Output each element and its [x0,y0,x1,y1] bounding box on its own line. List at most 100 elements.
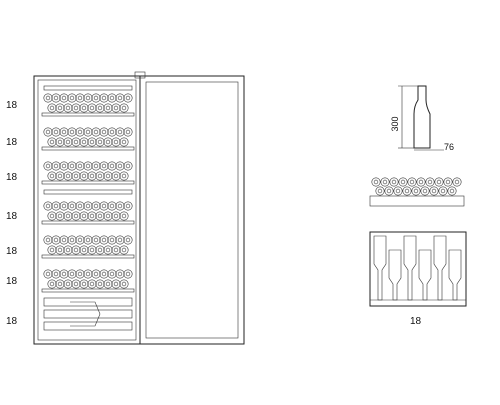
cabinet-bottle-neck [121,281,127,287]
cabinet-bottle [83,93,93,103]
cabinet-bottle [51,201,61,211]
cabinet-door [134,71,245,345]
rack-front-bottle-neck [427,179,433,185]
cabinet-bottle-neck [85,163,91,169]
cabinet-bottle-neck [105,105,111,111]
cabinet-bottle-neck [85,203,91,209]
cabinet-bottle [107,127,117,137]
rack-front-bottle-neck [404,188,410,194]
rack-front-bottle [402,186,412,196]
cabinet-bottle-neck [49,105,55,111]
cabinet-bottle [59,127,69,137]
cabinet-bottle-neck [49,213,55,219]
cabinet-bottle-neck [117,95,123,101]
cabinet-bottle-neck [117,237,123,243]
cabinet-bottle [107,93,117,103]
rack-side-bottle [448,249,462,301]
cabinet-bottle [47,137,57,147]
bottle-diameter-label: 76 [444,142,454,152]
rack-front-bottle-neck [391,179,397,185]
upper-control-strip [43,85,133,91]
rack-front-bottle [398,177,408,187]
cabinet-bottle [87,103,97,113]
cabinet-bottle [95,137,105,147]
cabinet-bottle-neck [121,105,127,111]
cabinet-bottle [83,161,93,171]
cabinet-bottle-neck [69,163,75,169]
cabinet-bottle-neck [93,95,99,101]
cabinet-bottle-neck [61,129,67,135]
drawer-bottle-outline [70,301,101,327]
cabinet-bottle [107,235,117,245]
cabinet-bottle-neck [109,203,115,209]
cabinet-bottle-neck [121,213,127,219]
cabinet-bottle [83,127,93,137]
shelf-label-5: 18 [6,246,18,257]
rack-side-frame [369,231,467,307]
bottle-outline [413,85,431,149]
cabinet-bottle-neck [113,213,119,219]
cabinet-bottle [91,201,101,211]
cabinet-bottle-neck [45,129,51,135]
drawer-1 [43,297,133,307]
shelf-label-1: 18 [6,100,18,111]
cabinet-bottle [123,161,133,171]
cabinet-bottle-neck [81,173,87,179]
cabinet-bottle [67,235,77,245]
cabinet-bottle [59,161,69,171]
rack-front-bottle [371,177,381,187]
cabinet-bottle [59,269,69,279]
cabinet-bottle [115,127,125,137]
cabinet-bottle [111,211,121,221]
cabinet-bottle [99,127,109,137]
cabinet-bottle [55,171,65,181]
cabinet-bottle-neck [61,271,67,277]
cabinet-bottle [47,211,57,221]
cabinet-bottle-neck [113,173,119,179]
rack-front-bottle [384,186,394,196]
cabinet-bottle-neck [105,173,111,179]
cabinet-bottle-neck [101,237,107,243]
cabinet-bottle [111,103,121,113]
cabinet-bottle [87,279,97,289]
door-hinge [134,71,146,79]
cabinet-bottle-neck [93,271,99,277]
rack-side-bottle [373,235,387,301]
cabinet-bottle-neck [101,129,107,135]
cabinet-bottle-neck [57,213,63,219]
cabinet-bottle-neck [105,281,111,287]
cabinet-bottle [95,103,105,113]
cabinet-bottle [91,269,101,279]
rack-side-bottle [433,235,447,301]
rack-front-bottle-neck [395,188,401,194]
cabinet-bottle-neck [77,237,83,243]
rack-front-bottle [375,186,385,196]
cabinet-bottle-neck [73,139,79,145]
cabinet-bottle [75,93,85,103]
cabinet-bottle [111,279,121,289]
shelf-rail [41,146,135,151]
cabinet-bottle [79,279,89,289]
cabinet-bottle-neck [109,163,115,169]
bottle-dimension-diagram: 300 76 [390,85,454,152]
cabinet-bottle-neck [65,173,71,179]
cabinet-bottle-neck [89,139,95,145]
cabinet-bottle-neck [61,237,67,243]
cabinet-bottle-neck [105,247,111,253]
cabinet-bottle-neck [117,163,123,169]
cabinet-bottle [43,93,53,103]
cabinet-bottle [71,137,81,147]
cabinet-bottle [111,171,121,181]
rack-front-bottle [447,186,457,196]
cabinet-bottle [79,103,89,113]
rack-front-bottle [438,186,448,196]
cabinet-bottle [123,269,133,279]
cabinet-bottle-neck [89,173,95,179]
cabinet-bottle-neck [125,163,131,169]
cabinet-bottle [99,201,109,211]
cabinet-bottle-neck [69,95,75,101]
cabinet-bottle [91,235,101,245]
cabinet-bottle-neck [49,281,55,287]
rack-front-bottle [425,177,435,187]
